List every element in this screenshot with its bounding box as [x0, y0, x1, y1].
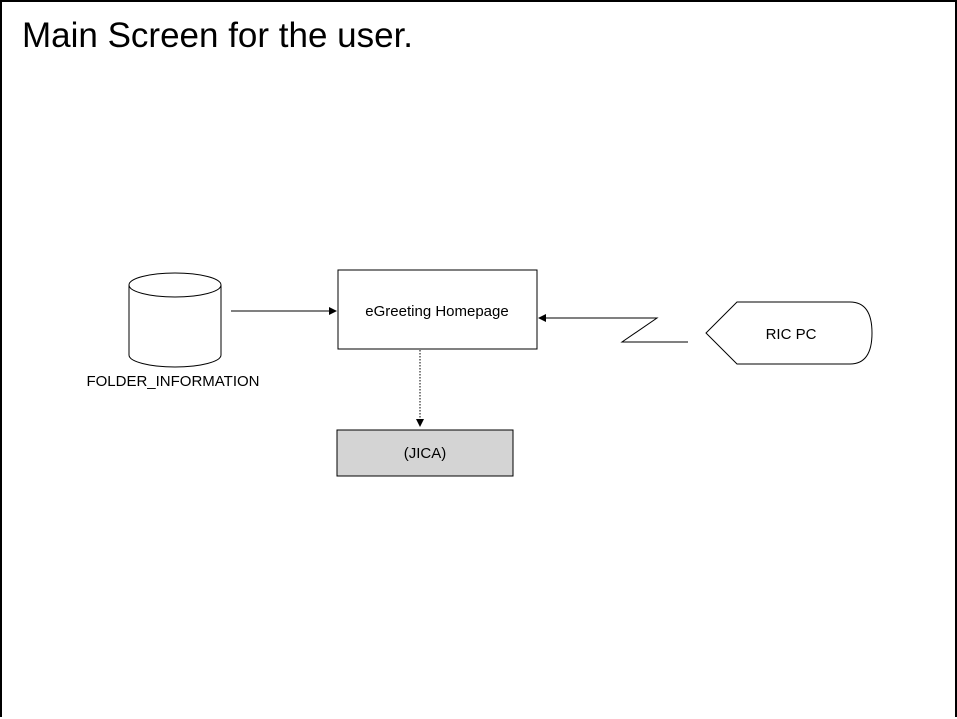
page-title: Main Screen for the user. [22, 16, 414, 55]
jica-box [336, 429, 514, 477]
communication-link-arrow [538, 314, 688, 343]
database-label: FOLDER_INFORMATION [86, 373, 259, 390]
homepage-box [337, 269, 538, 350]
homepage-label: eGreeting Homepage [365, 303, 508, 320]
database-cylinder-icon [128, 272, 222, 368]
ric-pc-display-shape [705, 301, 873, 365]
ric-pc-label: RIC PC [766, 326, 817, 343]
jica-label: (JICA) [404, 445, 447, 462]
